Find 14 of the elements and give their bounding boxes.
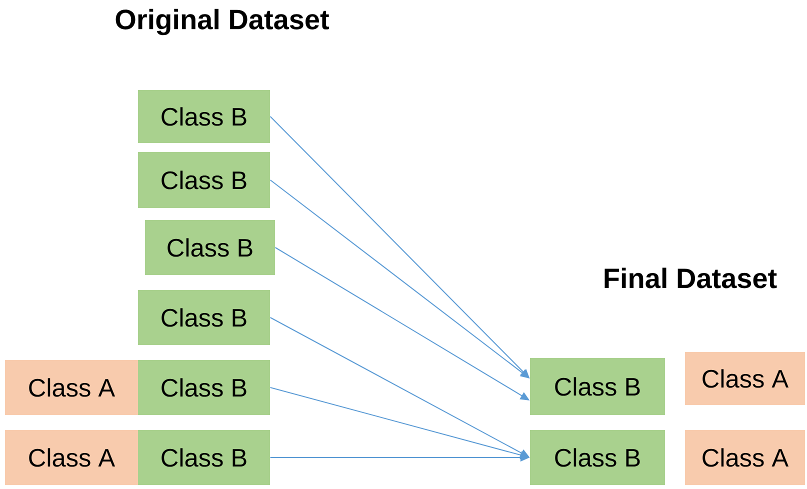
class-box: Class A <box>5 360 138 415</box>
heading: Original Dataset <box>116 8 329 36</box>
class-box: Class A <box>685 352 805 405</box>
class-box: Class B <box>530 358 665 415</box>
class-box: Class B <box>138 290 270 345</box>
class-box: Class B <box>138 152 270 208</box>
class-box: Class B <box>138 90 270 143</box>
heading: Final Dataset <box>604 268 777 288</box>
class-box: Class B <box>138 360 270 415</box>
class-box: Class B <box>138 430 270 485</box>
class-box: Class B <box>145 220 275 275</box>
class-box: Class A <box>685 430 805 485</box>
class-box: Class B <box>530 430 665 485</box>
class-box: Class A <box>5 430 138 485</box>
